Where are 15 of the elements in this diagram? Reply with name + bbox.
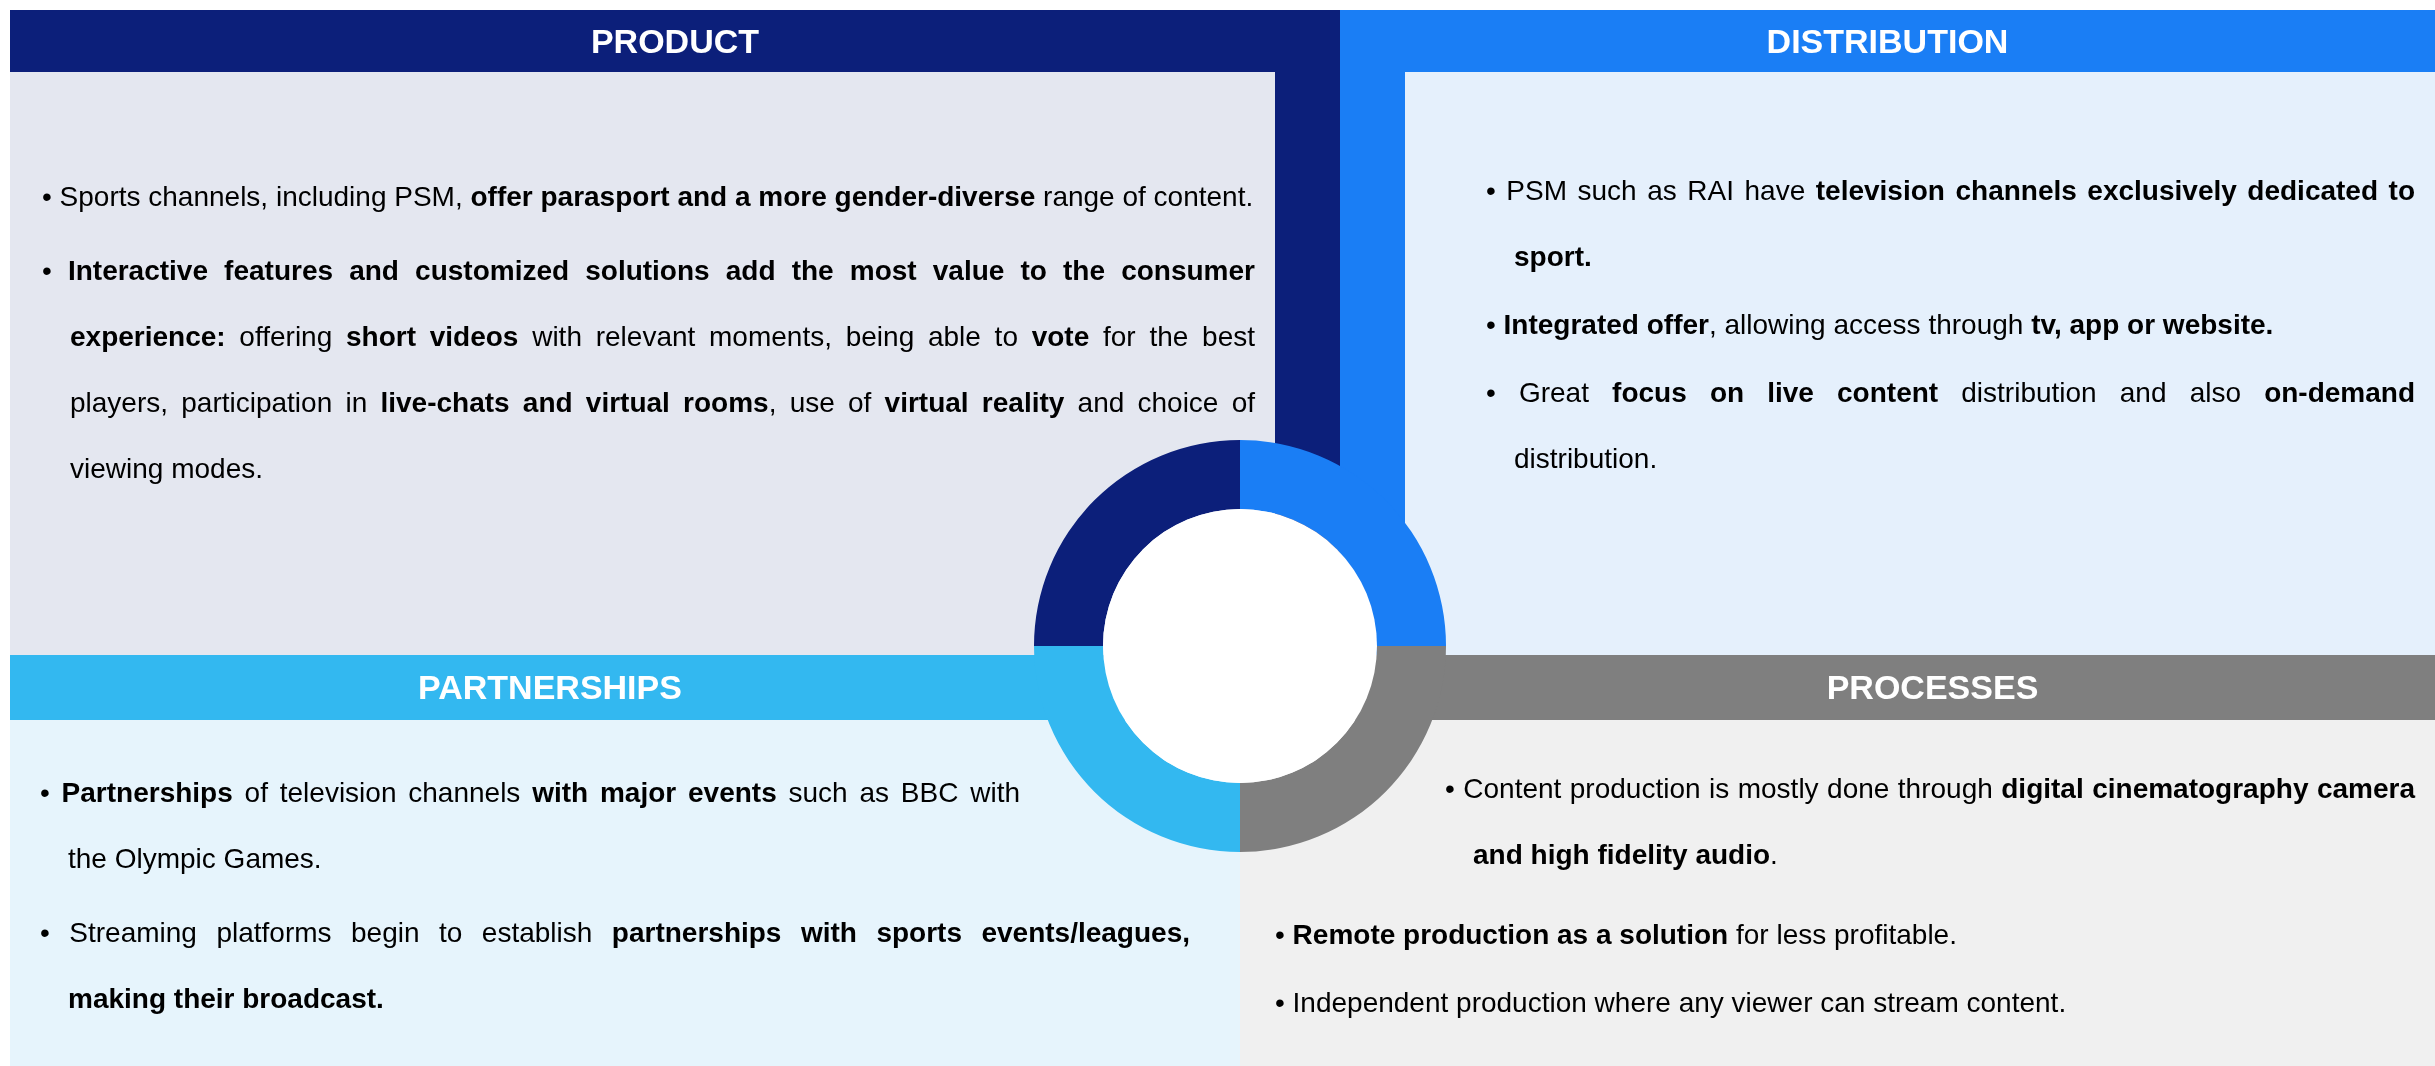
bullet-text: • Integrated offer, allowing access through tv, app or website. — [1486, 308, 2275, 342]
bullet-text: • Remote production as a solution for less profitable. — [1275, 918, 1958, 952]
section-header: PARTNERSHIPS — [418, 667, 683, 708]
quadrant-panel — [1240, 655, 2435, 1066]
bullet-text: • Independent production where any viewer can stream content. — [1275, 986, 2068, 1020]
bullet-text: • Great focus on live content distribution and also on-demand distribution. — [1486, 376, 2415, 476]
section-header: DISTRIBUTION — [1766, 20, 2009, 62]
bullet-text: • Streaming platforms begin to establish partnerships with sports events/leagues, making their broadcast. — [40, 916, 1190, 1016]
bullet-text: • Sports channels, including PSM, offer parasport and a more gender-diverse range of content. — [42, 180, 1255, 214]
section-header: PROCESSES — [1825, 667, 2039, 708]
bullet-text: • PSM such as RAI have television channels exclusively dedicated to sport. — [1486, 174, 2415, 274]
section-header: PRODUCT — [590, 20, 760, 62]
bullet-text: • Partnerships of television channels with major events such as BBC with the Olympic Games. — [40, 776, 1020, 876]
bullet-text: • Content production is mostly done through digital cinematography camera and high fidelity audio. — [1445, 772, 2415, 872]
bullet-text: • Interactive features and customized solutions add the most value to the consumer experience: offering short videos with relevant moments, being able to vote for the best players, participation in live-chats and virtual rooms, use of virtual reality and choice of viewing modes. — [42, 254, 1255, 486]
